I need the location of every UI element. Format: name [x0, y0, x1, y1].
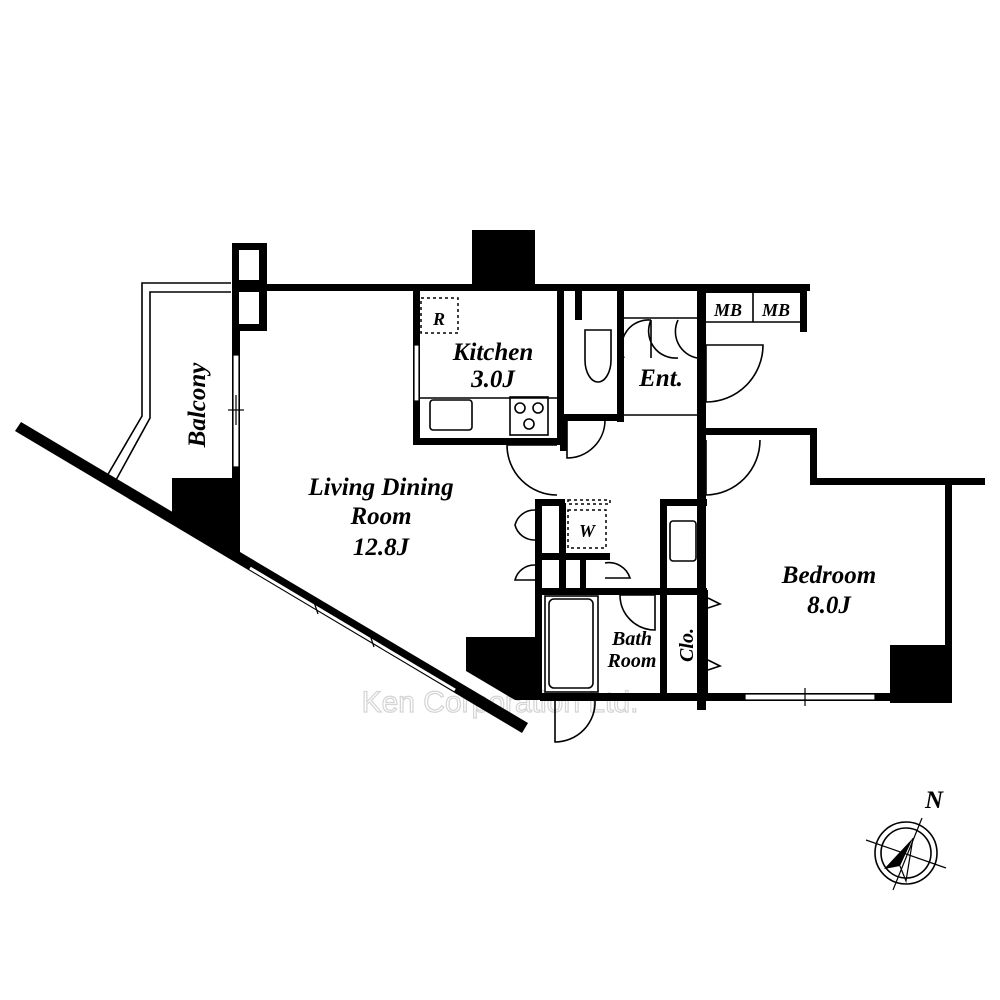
kitchen-label: Kitchen: [452, 339, 534, 366]
walls: [15, 230, 985, 733]
toilet: [584, 329, 612, 383]
bedroom-label: Bedroom: [781, 562, 876, 589]
room-labels: Balcony Kitchen 3.0J Ent. Living Dining …: [184, 339, 876, 672]
living-label-line1: Living Dining: [307, 474, 453, 501]
north-arrow-icon: [884, 838, 913, 869]
doors: [506, 319, 764, 743]
meter-box-2: MB: [761, 300, 790, 320]
closet-label: Clo.: [676, 628, 698, 662]
bedroom-size: 8.0J: [807, 592, 852, 619]
refrigerator-space: [420, 297, 459, 334]
kitchen-size: 3.0J: [470, 366, 516, 393]
stove: [509, 396, 549, 436]
bath-label-line2: Room: [607, 650, 657, 672]
living-size: 12.8J: [353, 534, 411, 561]
north-label: N: [924, 787, 944, 814]
fixtures: R W MB MB: [420, 297, 790, 549]
refrigerator-label: R: [432, 309, 445, 329]
washer-space: [567, 509, 607, 549]
meter-box-1: MB: [713, 300, 742, 320]
bath-label-line1: Bath: [611, 628, 652, 650]
balcony-label: Balcony: [184, 362, 211, 449]
washer-label: W: [579, 521, 597, 541]
living-label-line2: Room: [349, 503, 411, 530]
kitchen-sink: [429, 399, 473, 431]
entrance-label: Ent.: [638, 365, 683, 392]
compass: N: [865, 787, 947, 891]
